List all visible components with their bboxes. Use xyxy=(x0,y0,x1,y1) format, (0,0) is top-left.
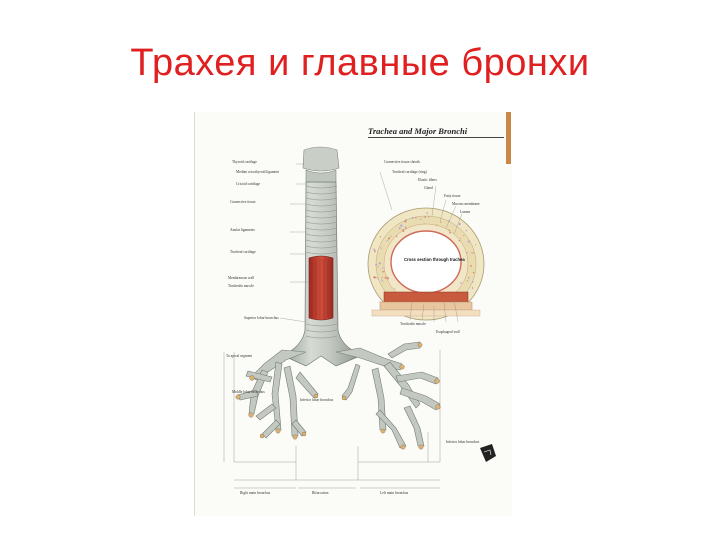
label-tracheal-cartilage: Tracheal cartilage xyxy=(230,250,256,254)
label-middle-lobar-bronchus: Middle lobar bronchus xyxy=(232,390,265,394)
cross-section-caption: Cross section through trachea xyxy=(404,257,465,262)
plate-header-rule xyxy=(368,137,504,138)
label-connective-tissue: Connective tissue xyxy=(230,200,256,204)
plate-header: Trachea and Major Bronchi xyxy=(368,126,468,136)
label-inferior-lobar-bronchus-left: Inferior lobar bronchus xyxy=(446,440,480,444)
plate-page-edge xyxy=(506,112,511,164)
label-tracheal-cartilage-ring: Tracheal cartilage (ring) xyxy=(392,170,427,174)
slide-title: Трахея и главные бронхи xyxy=(130,42,590,84)
label-anular-ligaments: Anular ligaments xyxy=(230,228,255,232)
label-trachealis-muscle-cross: Trachealis muscle xyxy=(400,322,426,326)
label-inferior-lobar-bronchus-right: Inferior lobar bronchus xyxy=(300,398,334,402)
label-bifurcation: Bifurcation xyxy=(312,491,329,495)
label-gland: Gland xyxy=(424,186,433,190)
label-median-cricothyroid-ligament: Median cricothyroid ligament xyxy=(236,170,279,174)
label-connective-tissue-sheath: Connective tissue sheath xyxy=(384,160,420,164)
label-fatty-tissue: Fatty tissue xyxy=(444,194,461,198)
label-superior-lobar-bronchus: Superior lobar bronchus xyxy=(244,316,279,320)
label-right-main-bronchus: Right main bronchus xyxy=(240,491,271,495)
label-thyroid-cartilage: Thyroid cartilage xyxy=(232,160,257,164)
label-esophageal-wall: Esophageal wall xyxy=(436,330,460,334)
label-elastic-fibers: Elastic fibers xyxy=(418,178,437,182)
label-left-main-bronchus: Left main bronchus xyxy=(380,491,409,495)
label-lumen: Lumen xyxy=(460,210,471,214)
label-membranous-wall: Membranous wall xyxy=(228,276,255,280)
label-to-apical-segment: To apical segment xyxy=(226,354,253,358)
label-mucous-membrane: Mucous membrane xyxy=(452,202,480,206)
label-trachealis-muscle: Trachealis muscle xyxy=(228,284,254,288)
label-cricoid-cartilage: Cricoid cartilage xyxy=(236,182,261,186)
